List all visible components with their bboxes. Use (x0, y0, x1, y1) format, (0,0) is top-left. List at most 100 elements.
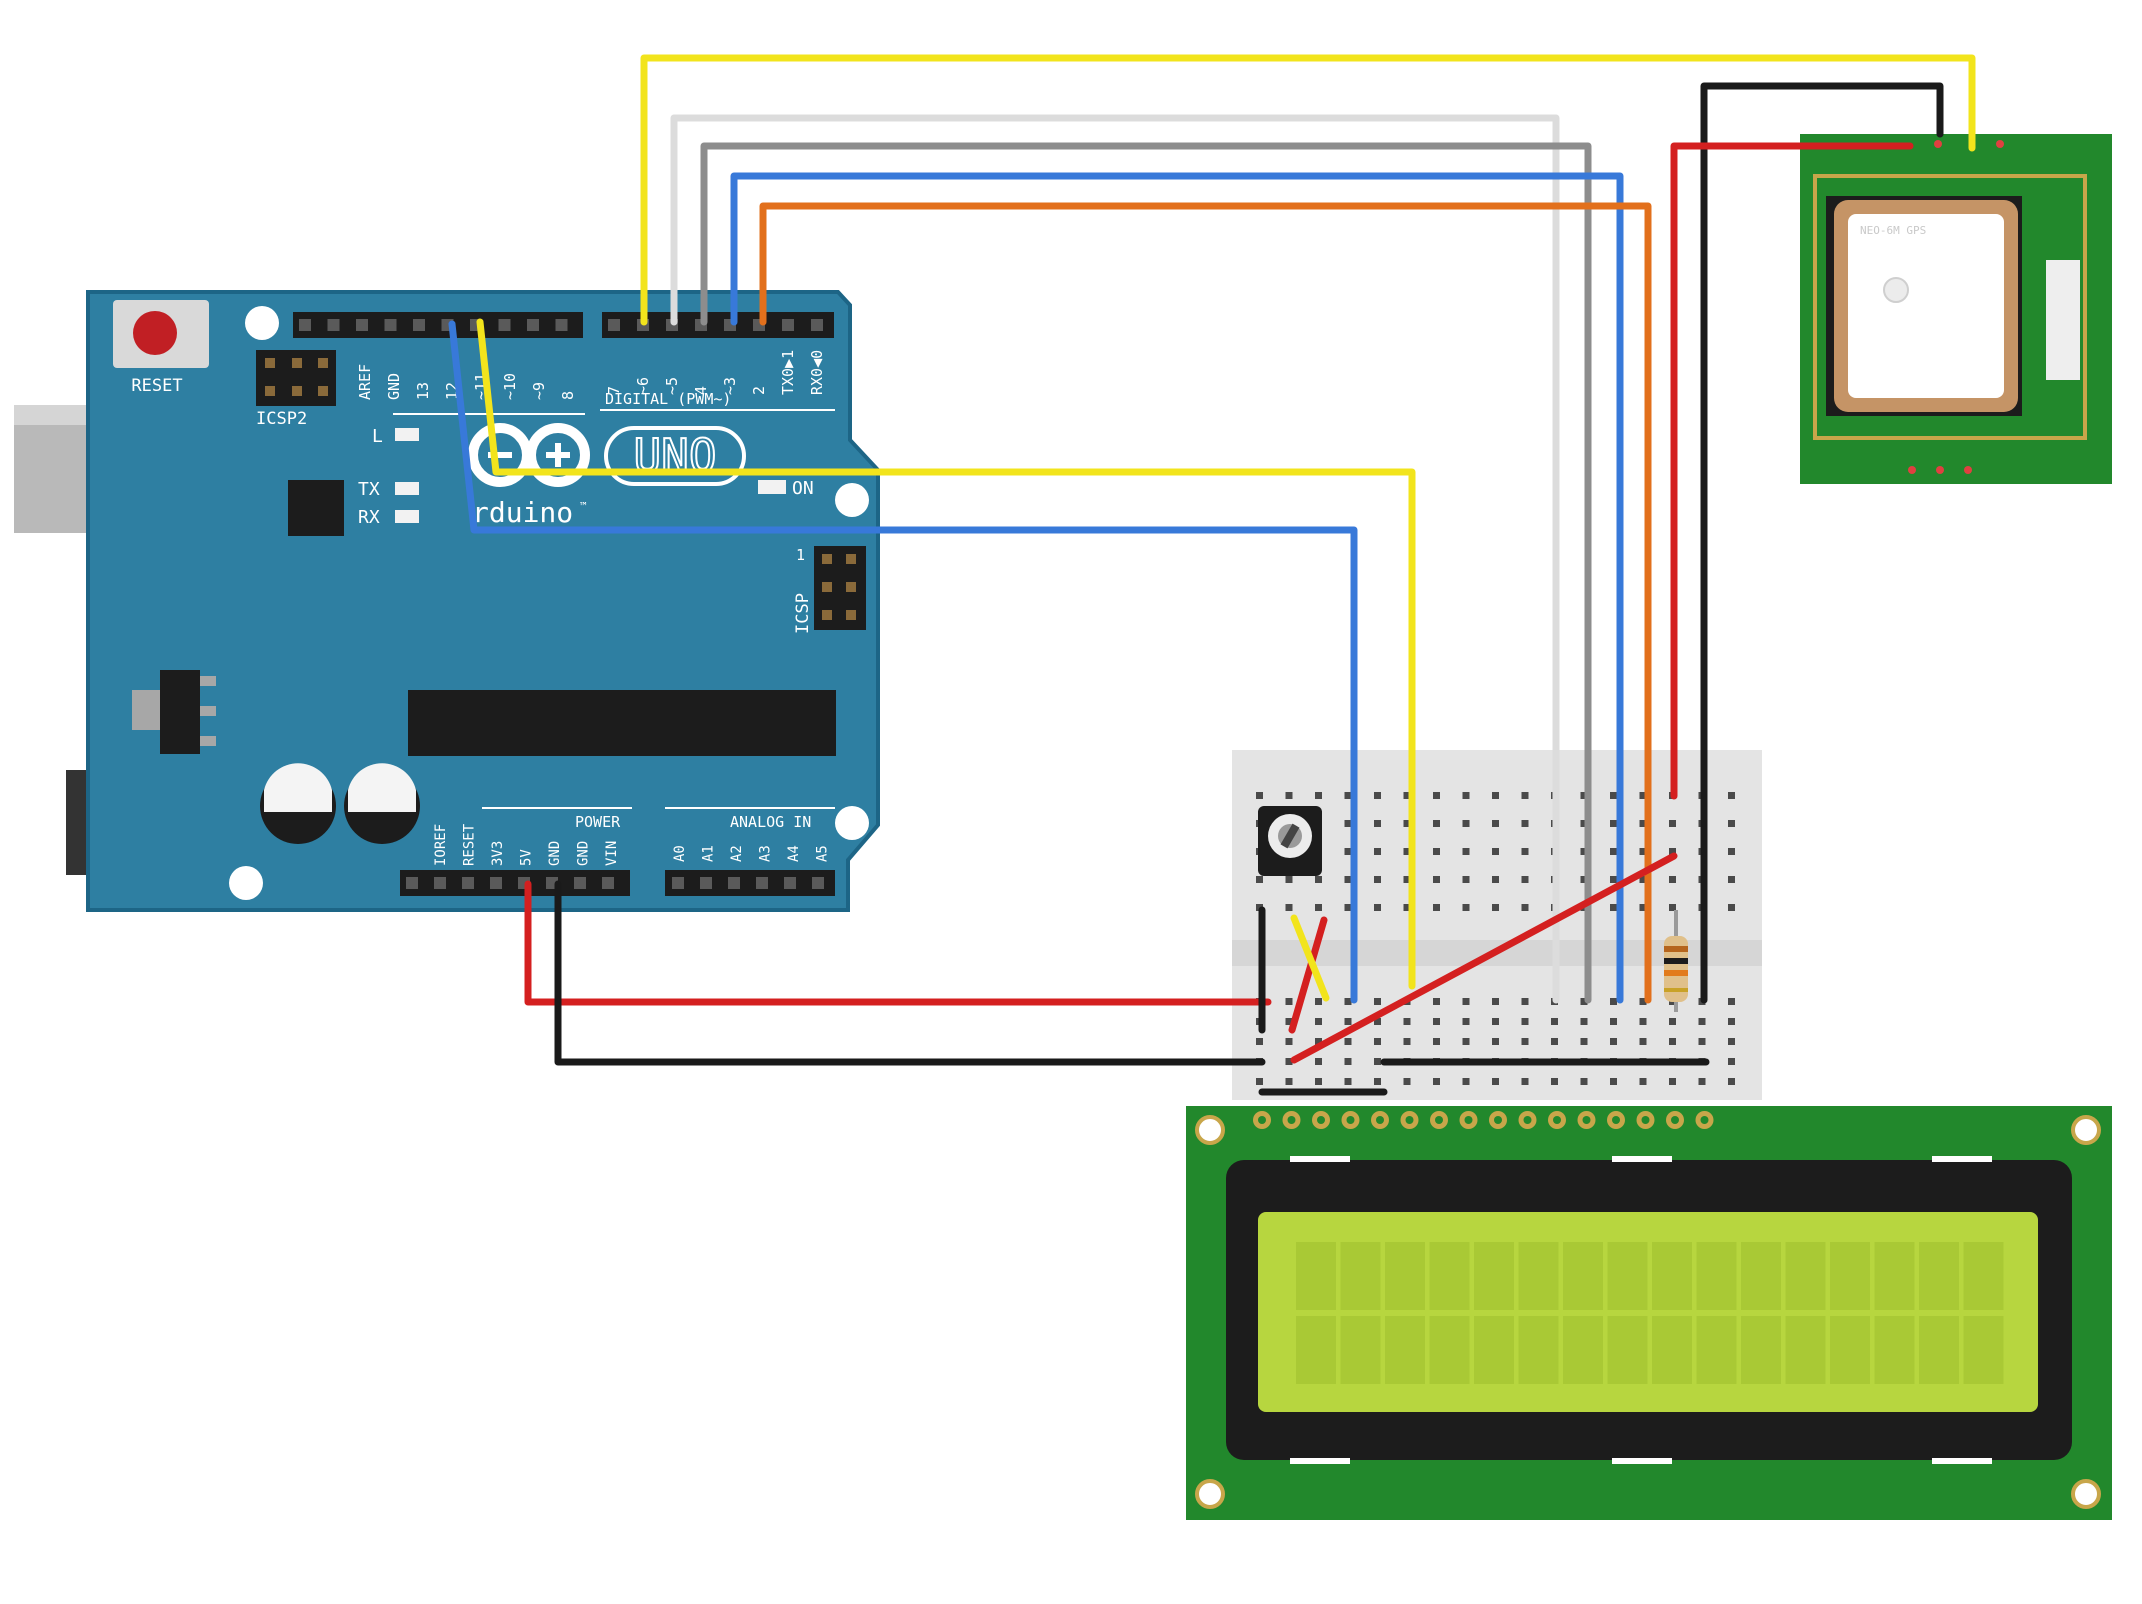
breadboard-hole (1669, 904, 1676, 911)
header-pin (756, 877, 768, 889)
tx-led (395, 482, 419, 495)
breadboard-hole (1580, 848, 1588, 855)
lcd-char-cell (1696, 1316, 1737, 1384)
lcd-char-cell (1296, 1316, 1336, 1384)
digital-pin-label: TX0▶1 (779, 350, 797, 395)
header-pin (700, 877, 712, 889)
header-pin (812, 877, 824, 889)
lcd-char-cell (1607, 1316, 1648, 1384)
breadboard-hole (1669, 1078, 1676, 1085)
header-pin (498, 319, 511, 331)
lcd-char-cell (1340, 1316, 1381, 1384)
wire-orange-d2 (759, 202, 1652, 1004)
breadboard-hole (1403, 820, 1411, 827)
l-led-label: L (372, 426, 383, 447)
breadboard-hole (1492, 792, 1499, 799)
header-pin (327, 319, 340, 331)
breadboard-hole (1728, 792, 1735, 799)
breadboard-hole (1639, 820, 1647, 827)
breadboard-hole (1639, 1018, 1647, 1025)
breadboard-hole (1521, 848, 1529, 855)
header-pin (406, 877, 418, 889)
analog-pin-label: A1 (701, 845, 717, 862)
breadboard-hole (1315, 998, 1322, 1005)
breadboard-hole (1344, 848, 1352, 855)
lcd-char-cell (1785, 1316, 1826, 1384)
voltage-regulator (132, 670, 216, 754)
gps-label: NEO-6M GPS (1860, 224, 1926, 237)
wire-black-gps-gnd (1700, 82, 1944, 1004)
breadboard-hole (1315, 1018, 1322, 1025)
wire-blue-d11 (448, 320, 1358, 1004)
wire-red-gps-vcc (1670, 142, 1914, 800)
power-pin-label: IOREF (433, 824, 449, 866)
breadboard-hole (1285, 1018, 1293, 1025)
header-pin (413, 319, 425, 331)
breadboard-hole (1462, 1078, 1470, 1085)
wire-blue-d3 (730, 172, 1624, 1004)
breadboard-hole (1374, 1038, 1381, 1045)
lcd-char-cell (1518, 1242, 1559, 1310)
breadboard-hole (1669, 1018, 1676, 1025)
power-label: POWER (575, 813, 621, 831)
breadboard-hole (1521, 1038, 1529, 1045)
breadboard-hole (1403, 904, 1411, 911)
breadboard-hole (1728, 848, 1735, 855)
jumper-red-rail (1290, 852, 1678, 1064)
breadboard-hole (1344, 792, 1352, 799)
lcd-char-cell (1385, 1242, 1425, 1310)
breadboard-hole (1698, 1018, 1706, 1025)
breadboard-hole (1492, 848, 1499, 855)
breadboard-hole (1433, 1018, 1440, 1025)
breadboard-hole (1610, 876, 1617, 883)
breadboard-hole (1374, 998, 1381, 1005)
breadboard-hole (1728, 1018, 1735, 1025)
lcd-char-cell (1296, 1242, 1336, 1310)
lcd-char-cell (1563, 1316, 1603, 1384)
digital-pin-label: 4 (692, 386, 710, 395)
breadboard-hole (1462, 904, 1470, 911)
breadboard-hole (1374, 1018, 1381, 1025)
mounting-hole (245, 306, 279, 340)
analog-pin-label: A4 (786, 845, 802, 862)
breadboard-hole (1433, 904, 1440, 911)
breadboard-hole (1728, 1078, 1735, 1085)
breadboard-hole (1433, 792, 1440, 799)
lcd-char-cell (1963, 1316, 2004, 1384)
analog-pin-label: A5 (815, 845, 831, 862)
breadboard-hole (1285, 792, 1293, 799)
digital-pin-label: ~9 (530, 382, 548, 400)
digital-pin-label: GND (385, 373, 403, 400)
reset-button-cap[interactable] (133, 311, 177, 355)
lcd-char-cell (1607, 1242, 1648, 1310)
breadboard-hole (1315, 1058, 1322, 1065)
header-pin (602, 877, 614, 889)
breadboard-hole (1256, 1078, 1263, 1085)
wire-white-d5 (670, 114, 1560, 1004)
digital-pin-label: 13 (414, 382, 432, 400)
header-pin (608, 319, 620, 331)
digital-pin-label: 2 (750, 386, 768, 395)
lcd-char-cell (1785, 1242, 1826, 1310)
breadboard-hole (1728, 998, 1735, 1005)
header-pin (672, 877, 684, 889)
uno-badge (604, 426, 746, 486)
lcd-char-cell (1340, 1242, 1381, 1310)
breadboard-hole (1315, 904, 1322, 911)
breadboard-hole (1521, 1018, 1529, 1025)
breadboard-hole (1492, 1018, 1499, 1025)
breadboard-hole (1580, 876, 1588, 883)
digital-pin-label: RX0◀0 (808, 350, 826, 395)
power-pin-label: VIN (604, 841, 620, 866)
lcd-char-cell (1919, 1242, 1959, 1310)
breadboard-hole (1521, 998, 1529, 1005)
lcd-char-cell (1474, 1316, 1514, 1384)
lcd-char-cell (1830, 1242, 1870, 1310)
on-led (758, 480, 786, 494)
breadboard-hole (1610, 792, 1617, 799)
lcd-char-cell (1830, 1316, 1870, 1384)
breadboard-hole (1285, 1078, 1293, 1085)
breadboard-hole (1492, 820, 1499, 827)
